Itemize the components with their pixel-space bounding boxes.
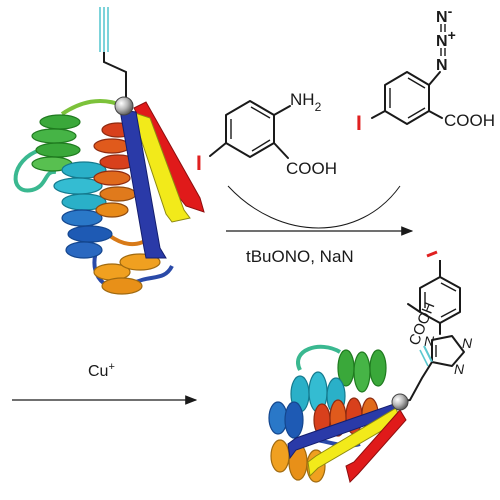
- loop-teal-2: [296, 344, 342, 371]
- step1-conditions: tBuONO, NaN: [246, 247, 354, 266]
- amine-label: NH2: [290, 90, 322, 114]
- reaction-arrow-2: Cu+: [12, 361, 198, 405]
- triazole-n1: N: [424, 333, 435, 349]
- protein-product-cartoon: [268, 344, 409, 483]
- iodo-label: I: [196, 152, 202, 175]
- triazole-n3: N: [454, 361, 465, 377]
- alkyne-linker: [99, 7, 127, 104]
- attachment-sphere: [114, 96, 134, 116]
- strand-yellow: [131, 111, 191, 223]
- product-triazole-conjugate: COOH N N N: [268, 250, 473, 483]
- iodo-label-2: I: [356, 112, 362, 135]
- attachment-sphere-2: [391, 393, 409, 411]
- triazole-n2: N: [462, 335, 473, 351]
- helix-orange: [93, 253, 161, 295]
- helix-blue: [61, 209, 113, 259]
- helix-blue-2: [268, 401, 304, 439]
- loop-left: [13, 148, 57, 193]
- carboxyl-label: COOH: [286, 159, 337, 178]
- reagent-azidoiodobenzoic-acid: N- N+ N COOH I: [356, 3, 495, 135]
- helix-cyan: [53, 161, 107, 211]
- helix-green: [31, 114, 81, 172]
- carboxyl-label-2: COOH: [444, 111, 495, 130]
- azide-n1: N-: [436, 3, 453, 26]
- azide-n2: N+: [436, 27, 456, 50]
- iodo-mark: [426, 250, 438, 258]
- strand-red-2: [345, 409, 407, 483]
- curved-arrow: [227, 185, 401, 229]
- helix-green-2: [337, 349, 387, 393]
- reaction-arrow-1: tBuONO, NaN: [226, 185, 414, 266]
- reagent-aminoiodobenzoic-acid: NH2 COOH I: [196, 90, 337, 178]
- strand-blue: [119, 109, 167, 259]
- protein-alkyne-cartoon: [13, 7, 205, 295]
- azide-n3: N: [436, 57, 448, 74]
- step2-catalyst: Cu+: [88, 361, 115, 380]
